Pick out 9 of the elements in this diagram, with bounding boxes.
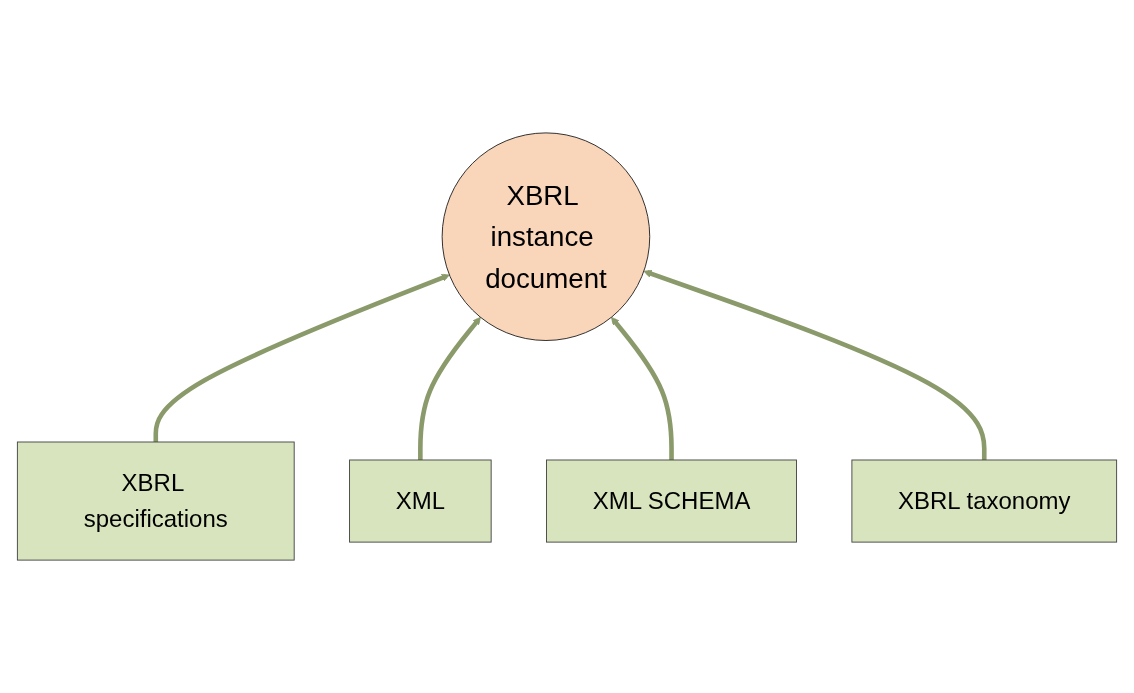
- arrow: [643, 269, 987, 460]
- arrow: [418, 316, 481, 460]
- arrow: [611, 316, 674, 460]
- arrow: [153, 273, 450, 442]
- node-box: XBRL specifications: [16, 441, 295, 561]
- node-box: XML: [349, 459, 492, 543]
- node-box: XML SCHEMA: [546, 459, 797, 543]
- node-box: XBRL taxonomy: [851, 459, 1118, 543]
- node-circle: XBRL instance document: [441, 132, 651, 341]
